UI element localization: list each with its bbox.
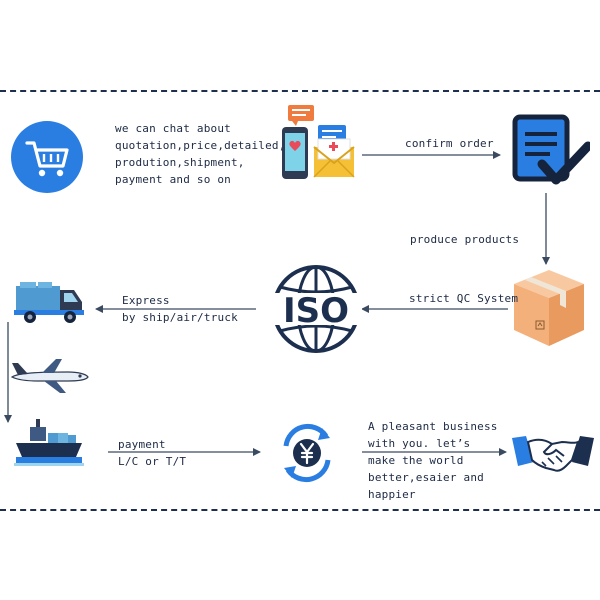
top-dashed-divider <box>0 90 600 92</box>
payment-description: payment L/C or T/T <box>118 436 186 470</box>
produce-products-label: produce products <box>410 233 520 246</box>
business-description: A pleasant business with you. let’s make… <box>368 418 498 503</box>
express-line-1: Express <box>122 294 170 307</box>
business-line-2: with you. let’s <box>368 437 471 450</box>
business-line-5: happier <box>368 488 416 501</box>
express-line-2: by ship/air/truck <box>122 311 238 324</box>
payment-line-2: L/C or T/T <box>118 455 187 468</box>
business-line-4: better,esaier and <box>368 471 484 484</box>
yuan-currency-icon <box>276 422 338 484</box>
qc-system-label: strict QC System <box>409 292 519 305</box>
chat-description: we can chat about quotation,price,detail… <box>115 120 286 188</box>
package-box-icon <box>512 266 586 348</box>
chat-line-4: payment and so on <box>115 173 231 186</box>
bottom-dashed-divider <box>0 509 600 511</box>
iso-logo-text: ISO <box>283 291 349 331</box>
airplane-icon <box>8 355 90 395</box>
payment-line-1: payment <box>118 438 166 451</box>
order-checklist-icon <box>512 114 593 188</box>
chat-line-1: we can chat about <box>115 122 231 135</box>
handshake-icon <box>512 428 594 478</box>
confirm-order-label: confirm order <box>405 137 494 150</box>
business-line-3: make the world <box>368 454 464 467</box>
iso-globe-logo-icon: ISO <box>270 263 362 355</box>
shopping-cart-icon <box>11 121 83 193</box>
cargo-ship-icon <box>14 415 84 471</box>
express-description: Express by ship/air/truck <box>122 292 238 326</box>
delivery-truck-icon <box>14 280 84 324</box>
business-line-1: A pleasant business <box>368 420 498 433</box>
chat-line-3: prodution,shipment, <box>115 156 245 169</box>
chat-phone-mail-icon <box>274 103 358 183</box>
chat-line-2: quotation,price,detailed, <box>115 139 286 152</box>
